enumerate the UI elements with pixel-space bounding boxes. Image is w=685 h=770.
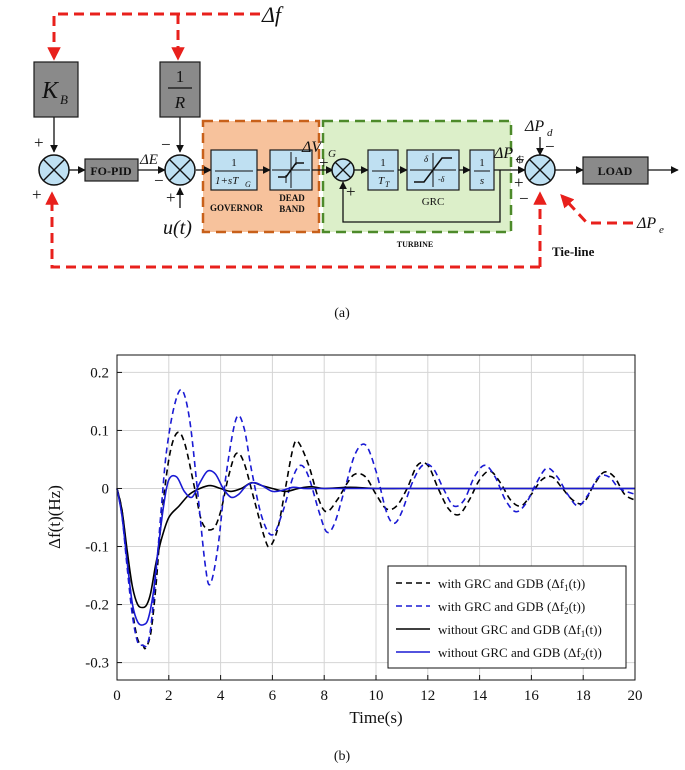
sign-plus: + (319, 153, 329, 172)
dpe-line (560, 194, 633, 225)
gov-den: 1+sT (215, 175, 239, 187)
series-line-4 (116, 469, 635, 626)
x-tick-label: 14 (472, 688, 488, 704)
tieline-feedback-line (45, 191, 540, 269)
grc-delta-top: δ (424, 154, 429, 164)
r-block: 1 R (159, 61, 201, 118)
sign-plus: + (515, 150, 525, 169)
df-feedback-line (47, 12, 260, 61)
legend-label: with GRC and GDB (Δf1(t)) (438, 576, 585, 593)
sum-junction-2 (164, 154, 196, 186)
legend-label: without GRC and GDB (Δf2(t)) (438, 645, 602, 662)
tt-den-sub: T (385, 180, 390, 189)
x-tick-label: 8 (320, 688, 328, 704)
sign-minus: − (154, 171, 164, 190)
sign-plus: + (346, 182, 356, 201)
x-axis-label: Time(s) (349, 708, 402, 727)
dpe-signal-label: ΔP (636, 215, 656, 232)
de-signal-label: ΔE (139, 152, 158, 168)
x-tick-label: 20 (628, 688, 643, 704)
kb-block: K B (33, 61, 79, 118)
sum-junction-3 (331, 158, 355, 182)
dvg-signal-sub: G (328, 148, 336, 160)
integrator-block: 1 s (469, 149, 495, 191)
caption-b: (b) (334, 749, 351, 764)
x-tick-label: 6 (269, 688, 277, 704)
tt-block: 1 T T (367, 149, 399, 191)
x-tick-label: 16 (524, 688, 540, 704)
sign-minus: − (519, 189, 529, 208)
y-tick-label: 0.2 (90, 365, 109, 381)
sign-plus: + (514, 173, 524, 192)
x-tick-label: 0 (113, 688, 121, 704)
y-axis-label: Δf(t)(Hz) (45, 485, 64, 549)
turbine-feedback (339, 170, 501, 223)
int-num: 1 (479, 157, 485, 169)
x-tick-label: 12 (420, 688, 435, 704)
load-block: LOAD (582, 156, 649, 185)
frequency-deviation-chart: 0 2 4 6 8 10 12 14 16 18 20 -0.3 -0.2 -0.1 0 0.1 0.2 Tim… (45, 354, 643, 764)
fopid-label: FO-PID (90, 164, 132, 178)
ticks: 0 2 4 6 8 10 12 14 16 18 20 -0.3 -0.2 -0.1 0 0.1 0.2 (85, 365, 642, 704)
r-num: 1 (176, 67, 185, 86)
dpe-signal-sub: e (659, 224, 664, 236)
dpd-signal-sub: d (547, 127, 553, 139)
df-signal-label: Δf (261, 2, 284, 27)
x-tick-label: 18 (576, 688, 591, 704)
y-tick-label: 0 (102, 481, 110, 497)
grc-delta-bot: -δ (438, 175, 445, 184)
sign-minus: − (545, 137, 555, 156)
grc-block: δ -δ (406, 149, 460, 191)
legend-label: without GRC and GDB (Δf1(t)) (438, 622, 602, 639)
sign-plus: + (34, 133, 44, 152)
gov-den-sub: G (245, 180, 251, 189)
x-tick-label: 2 (165, 688, 173, 704)
sign-plus: + (32, 185, 42, 204)
sign-plus: + (166, 188, 176, 207)
block-diagram: K B 1 R FO-PID 1 1+sT G GOVERNOR DEAD BA… (32, 2, 679, 321)
int-den: s (480, 175, 484, 187)
x-tick-label: 4 (217, 688, 225, 704)
series-line-1 (116, 431, 636, 650)
legend-label: with GRC and GDB (Δf2(t)) (438, 599, 585, 616)
governor-block: 1 1+sT G (210, 149, 258, 191)
y-tick-label: -0.2 (85, 598, 109, 614)
series-line-2 (116, 388, 636, 648)
caption-a: (a) (334, 306, 350, 321)
governor-label: GOVERNOR (210, 203, 264, 213)
tieline-label: Tie-line (552, 244, 595, 259)
legend: with GRC and GDB (Δf1(t)) with GRC and GD… (387, 565, 627, 669)
x-tick-label: 10 (369, 688, 384, 704)
y-tick-label: 0.1 (90, 423, 109, 439)
series (116, 388, 636, 650)
fopid-block: FO-PID (84, 158, 139, 182)
dpd-signal-label: ΔP (524, 118, 544, 135)
gov-num: 1 (231, 157, 237, 169)
sum-junction-1 (38, 154, 70, 186)
dpg-signal-label: ΔP (493, 145, 513, 162)
turbine-label: TURBINE (397, 240, 433, 249)
sum-junction-4 (524, 154, 556, 186)
deadband-label-2: BAND (279, 204, 305, 214)
deadband-block (269, 149, 313, 191)
load-label: LOAD (598, 164, 633, 178)
grc-label: GRC (422, 196, 445, 208)
kb-label: K (41, 78, 60, 104)
dvg-signal-label: ΔV (301, 139, 323, 156)
kb-sub: B (60, 92, 68, 107)
deadband-label-1: DEAD (279, 193, 305, 203)
ut-signal-label: u(t) (163, 217, 192, 239)
sign-minus: − (161, 135, 171, 154)
r-den: R (174, 93, 186, 112)
tt-num: 1 (380, 157, 386, 169)
dpg-signal-sub: G (516, 154, 524, 166)
tt-den: T (378, 175, 385, 187)
y-tick-label: -0.1 (85, 540, 109, 556)
y-tick-label: -0.3 (85, 656, 109, 672)
